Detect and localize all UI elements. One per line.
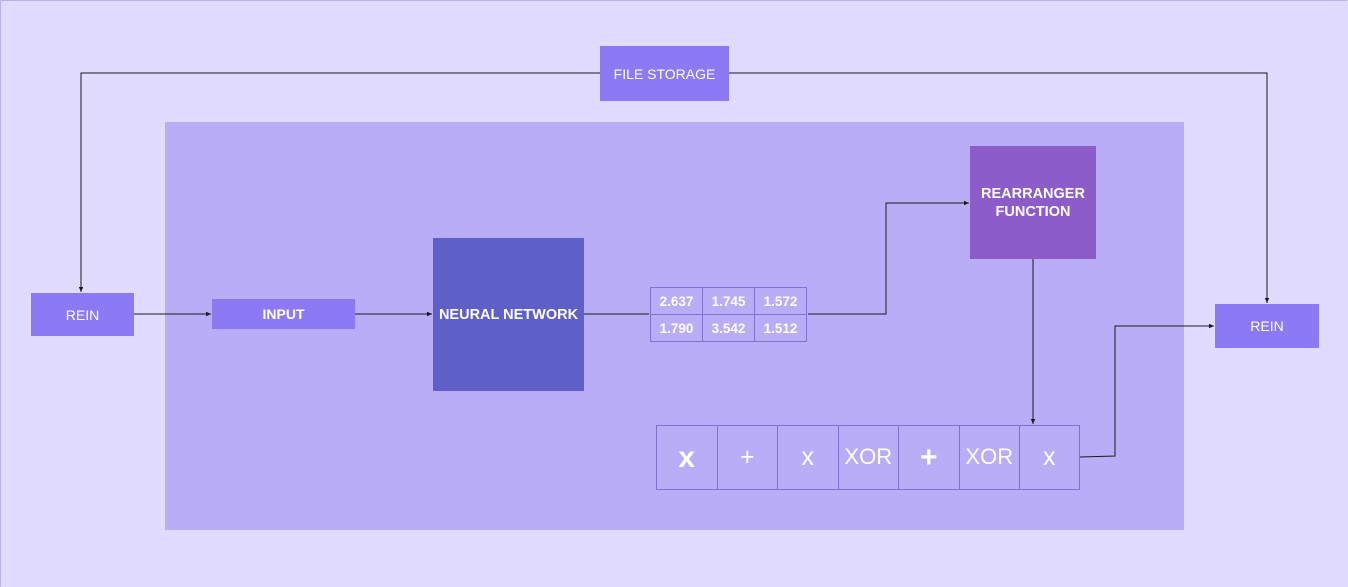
rein-right-node[interactable]: REIN: [1215, 304, 1319, 348]
input-label: INPUT: [262, 306, 305, 322]
operations-sequence: x + x XOR + XOR x: [656, 425, 1080, 490]
neural-network-label: NEURAL NETWORK: [438, 306, 579, 323]
rein-left-node[interactable]: REIN: [31, 293, 134, 336]
operation-cell: XOR: [958, 425, 1019, 490]
values-row: 2.637 1.745 1.572: [650, 287, 807, 315]
operation-cell: x: [1019, 425, 1080, 490]
value-cell: 1.512: [754, 314, 807, 342]
value-cell: 1.572: [754, 287, 807, 315]
operation-cell: +: [898, 425, 959, 490]
input-node[interactable]: INPUT: [212, 299, 355, 329]
rein-left-label: REIN: [65, 306, 100, 323]
operation-cell: XOR: [837, 425, 898, 490]
value-cell: 1.745: [702, 287, 755, 315]
value-cell: 1.790: [650, 314, 703, 342]
rearranger-label-line2: FUNCTION: [995, 203, 1071, 220]
values-row: 1.790 3.542 1.512: [650, 314, 807, 342]
value-cell: 2.637: [650, 287, 703, 315]
rearranger-label-line1: REARRANGER: [981, 185, 1085, 202]
operation-cell: +: [716, 425, 777, 490]
rein-right-label: REIN: [1250, 318, 1284, 334]
neural-network-node[interactable]: NEURAL NETWORK: [433, 238, 584, 391]
operation-cell: x: [777, 425, 838, 490]
output-values-table: 2.637 1.745 1.572 1.790 3.542 1.512: [650, 287, 807, 342]
file-storage-label: FILE STORAGE: [613, 65, 716, 82]
rearranger-function-label: REARRANGER FUNCTION: [981, 185, 1085, 221]
value-cell: 3.542: [702, 314, 755, 342]
operation-cell: x: [656, 425, 717, 490]
rearranger-function-node[interactable]: REARRANGER FUNCTION: [970, 146, 1096, 259]
file-storage-node[interactable]: FILE STORAGE: [600, 46, 729, 101]
